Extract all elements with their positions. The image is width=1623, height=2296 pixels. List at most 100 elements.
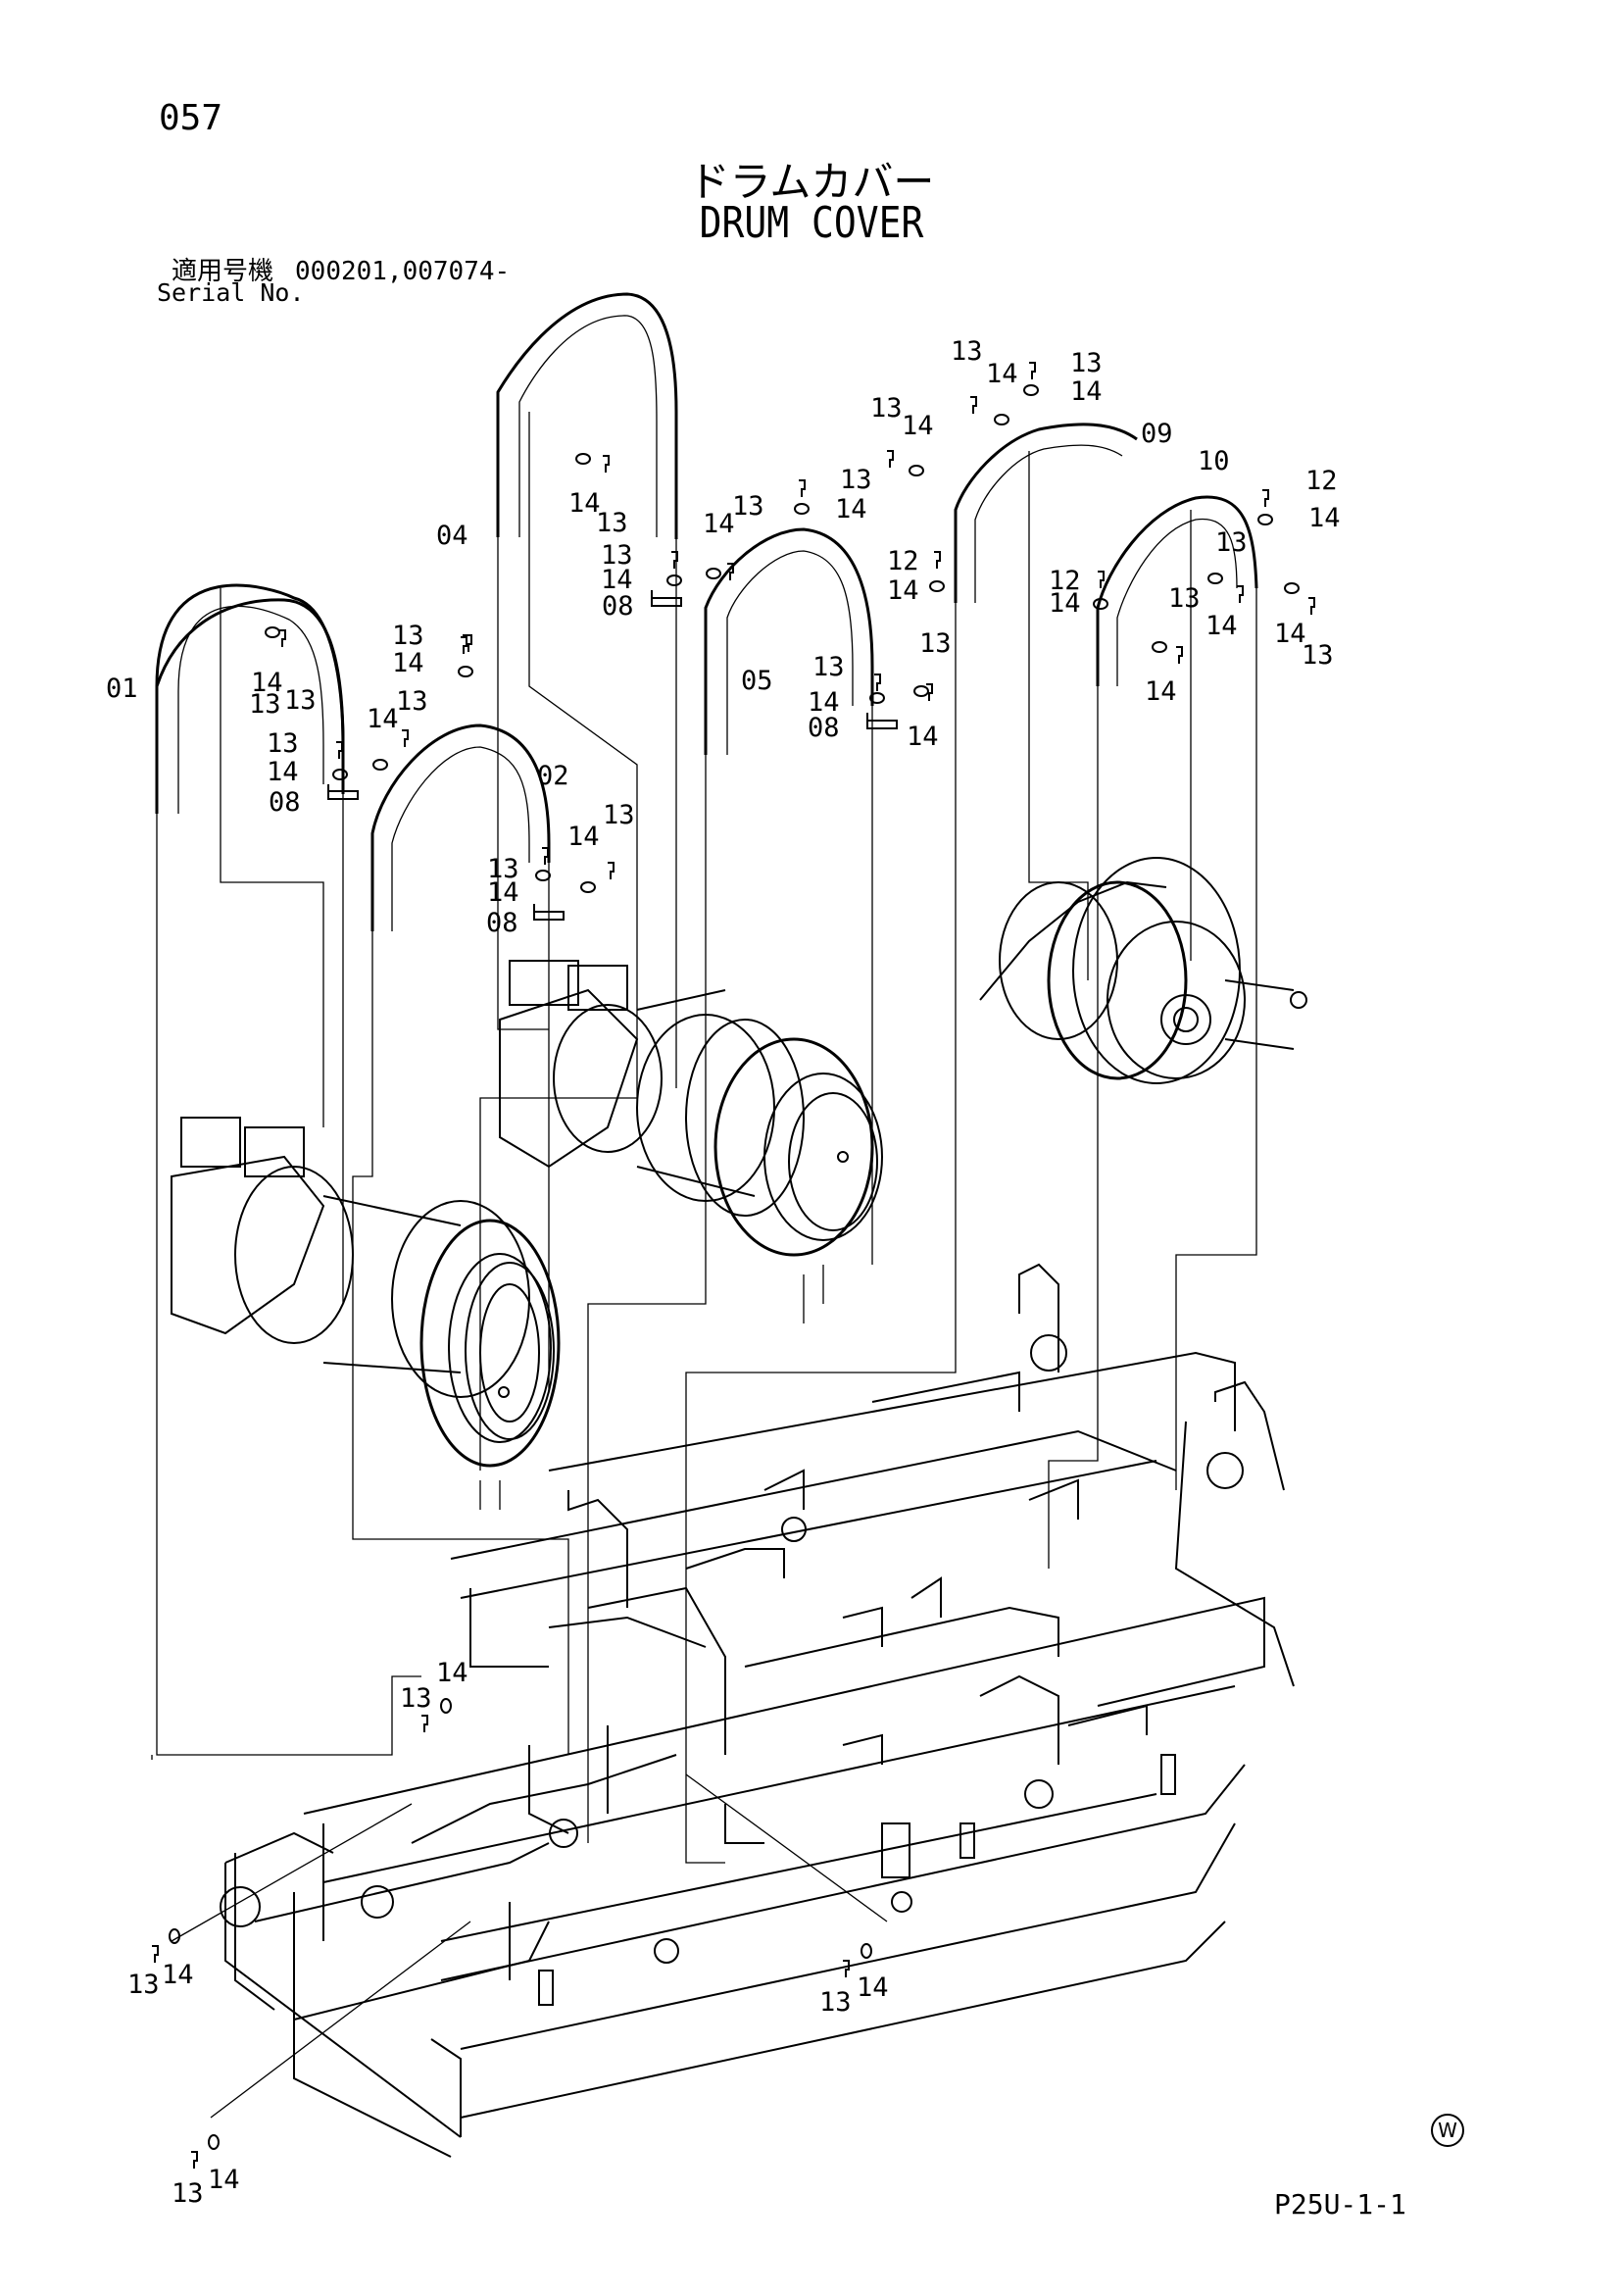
callout-14: 14 <box>208 2165 240 2195</box>
page-code: P25U-1-1 <box>1274 2188 1406 2221</box>
callout-13: 13 <box>400 1683 432 1714</box>
callout-14: 14 <box>902 411 934 441</box>
callout-13: 13 <box>172 2178 204 2209</box>
callout-02: 02 <box>537 761 569 791</box>
winch-drum-right <box>979 857 1307 1084</box>
bolt <box>402 729 409 747</box>
drum-cover-04 <box>496 292 678 539</box>
callout-14: 14 <box>1070 376 1103 407</box>
callout-01: 01 <box>106 674 138 704</box>
callout-14: 14 <box>907 722 939 752</box>
drum-cover-01 <box>155 583 345 814</box>
page-title-japanese: ドラムカバー <box>688 158 935 206</box>
callout-13: 13 <box>392 621 424 651</box>
callout-13: 13 <box>1302 640 1334 671</box>
callout-10: 10 <box>1198 446 1230 476</box>
washer <box>458 666 473 677</box>
washer <box>1207 573 1223 584</box>
bolt <box>887 450 894 468</box>
callout-14: 14 <box>162 1960 194 1990</box>
callout-13: 13 <box>1215 527 1248 558</box>
bolt <box>843 1960 850 1977</box>
bolt <box>336 741 343 759</box>
bolt <box>279 629 286 647</box>
callout-14: 14 <box>568 488 601 519</box>
callout-05: 05 <box>741 666 773 696</box>
callout-14: 14 <box>1145 676 1177 707</box>
serial-number-row: 適用号機 000201,007074- <box>172 251 510 287</box>
washer <box>1284 582 1300 594</box>
washer <box>794 503 810 515</box>
bolt-and-washer-symbols <box>152 362 1315 2169</box>
bolt <box>926 683 933 701</box>
callout-12: 12 <box>1049 566 1081 596</box>
callout-13: 13 <box>596 508 628 538</box>
callout-14: 14 <box>392 648 424 678</box>
callout-13: 13 <box>127 1970 160 2000</box>
callout-14: 14 <box>986 359 1018 389</box>
callout-13: 13 <box>870 393 903 424</box>
callout-14: 14 <box>857 1972 889 2003</box>
callout-08: 08 <box>808 713 840 743</box>
drum-cover-10 <box>1096 495 1258 686</box>
bolt <box>799 479 806 497</box>
bolt <box>608 862 615 879</box>
bolt <box>1098 571 1105 588</box>
washer <box>580 881 596 893</box>
bolt <box>874 674 881 691</box>
bolt <box>727 563 734 580</box>
callout-14: 14 <box>436 1658 468 1688</box>
bolt <box>1308 597 1315 615</box>
washer <box>440 1698 452 1714</box>
callout-04: 04 <box>436 521 468 551</box>
callout-08: 08 <box>486 908 518 938</box>
callout-09: 09 <box>1141 419 1173 449</box>
callout-14: 14 <box>267 757 299 787</box>
washer <box>909 465 924 476</box>
washer <box>666 574 682 586</box>
callout-08: 08 <box>269 787 301 818</box>
drum-cover-02 <box>370 724 551 931</box>
callout-13: 13 <box>812 652 845 682</box>
callout-13: 13 <box>1070 348 1103 378</box>
washer <box>994 414 1009 425</box>
washer <box>706 568 721 579</box>
bolt <box>1176 646 1183 664</box>
washer <box>535 870 551 881</box>
bolt <box>603 455 610 473</box>
washer <box>575 453 591 465</box>
callout-13: 13 <box>603 800 635 830</box>
washer <box>929 580 945 592</box>
page-title-english: DRUM COVER <box>699 197 924 248</box>
serial-label-japanese: 適用号機 <box>172 257 274 286</box>
washer <box>169 1928 180 1944</box>
callout-13: 13 <box>951 336 983 367</box>
washer <box>372 759 388 771</box>
callout-13: 13 <box>267 728 299 759</box>
page-number: 057 <box>159 98 223 138</box>
callout-13: 13 <box>396 686 428 717</box>
bolt <box>421 1715 428 1732</box>
washer <box>1023 384 1039 396</box>
callout-14: 14 <box>251 668 283 698</box>
bolt <box>191 2151 198 2169</box>
bolt <box>671 551 678 569</box>
washer <box>869 692 885 704</box>
callout-14: 14 <box>1274 619 1306 649</box>
callout-08: 08 <box>602 591 634 622</box>
washer <box>265 626 280 638</box>
callout-14: 14 <box>567 822 600 852</box>
serial-number-value: 000201,007074- <box>295 257 511 286</box>
callout-14: 14 <box>887 575 919 606</box>
callout-13: 13 <box>601 540 633 571</box>
bolt <box>152 1945 159 1963</box>
washer <box>1093 598 1108 610</box>
callout-14: 14 <box>808 687 840 718</box>
bolt <box>542 847 549 865</box>
callout-14: 14 <box>367 704 399 734</box>
callout-13: 13 <box>249 689 281 720</box>
callout-14: 14 <box>487 877 519 908</box>
callout-14: 14 <box>1205 611 1238 641</box>
mounting-brackets <box>327 590 898 921</box>
